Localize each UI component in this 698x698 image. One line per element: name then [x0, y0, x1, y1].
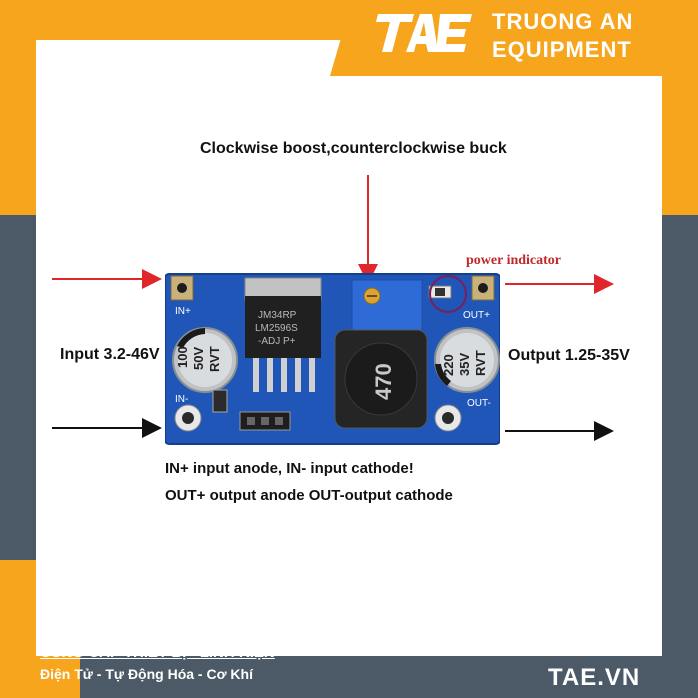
svg-text:35V: 35V — [457, 353, 472, 376]
diode-smd — [212, 389, 228, 413]
svg-text:50V: 50V — [191, 347, 206, 370]
adjust-direction-title: Clockwise boost,counterclockwise buck — [200, 140, 507, 157]
tae-logo-icon — [376, 14, 472, 52]
out-plus-label: OUT+ — [463, 310, 490, 321]
footer-categories: Điện Tử - Tự Động Hóa - Cơ Khí — [40, 666, 253, 682]
in-plus-label: IN+ — [175, 306, 191, 317]
svg-text:470: 470 — [371, 363, 396, 400]
brand-line-1: TRUONG AN — [492, 9, 634, 34]
svg-text:-ADJ P+: -ADJ P+ — [258, 336, 296, 347]
input-polarity-note: IN+ input anode, IN- input cathode! — [165, 460, 414, 477]
power-indicator-label: power indicator — [466, 253, 562, 268]
footer-tagline: CUNG CẤP THIẾT BỊ - LINH KIỆN — [40, 644, 275, 661]
input-capacitor: 100 50V RVT — [172, 327, 238, 393]
regulator-ic: JM34RP LM2596S -ADJ P+ — [244, 277, 322, 392]
inductor: 470 — [334, 329, 428, 429]
output-polarity-note: OUT+ output anode OUT-output cathode — [165, 487, 453, 504]
brand-name: TRUONG AN EQUIPMENT — [492, 10, 633, 62]
brand-line-2: EQUIPMENT — [492, 37, 632, 62]
trim-potentiometer-icon[interactable] — [351, 279, 423, 333]
svg-text:220: 220 — [441, 354, 456, 376]
svg-text:LM2596S: LM2596S — [255, 323, 298, 334]
svg-text:JM34RP: JM34RP — [258, 310, 297, 321]
power-indicator-circle — [429, 275, 467, 313]
in-minus-label: IN- — [175, 394, 188, 405]
website-link[interactable]: TAE.VN — [548, 664, 641, 691]
out-minus-label: OUT- — [467, 398, 491, 409]
output-voltage-label: Output 1.25-35V — [508, 347, 630, 364]
svg-text:RVT: RVT — [473, 350, 488, 376]
svg-text:100: 100 — [175, 346, 190, 368]
svg-text:RVT: RVT — [207, 346, 222, 372]
buck-converter-board: IN+ IN- OUT+ OUT- 100 50V RVT JM34RP LM2… — [165, 273, 500, 445]
power-led — [428, 285, 452, 299]
input-voltage-label: Input 3.2-46V — [60, 346, 160, 363]
output-capacitor: 220 35V RVT — [434, 327, 500, 393]
